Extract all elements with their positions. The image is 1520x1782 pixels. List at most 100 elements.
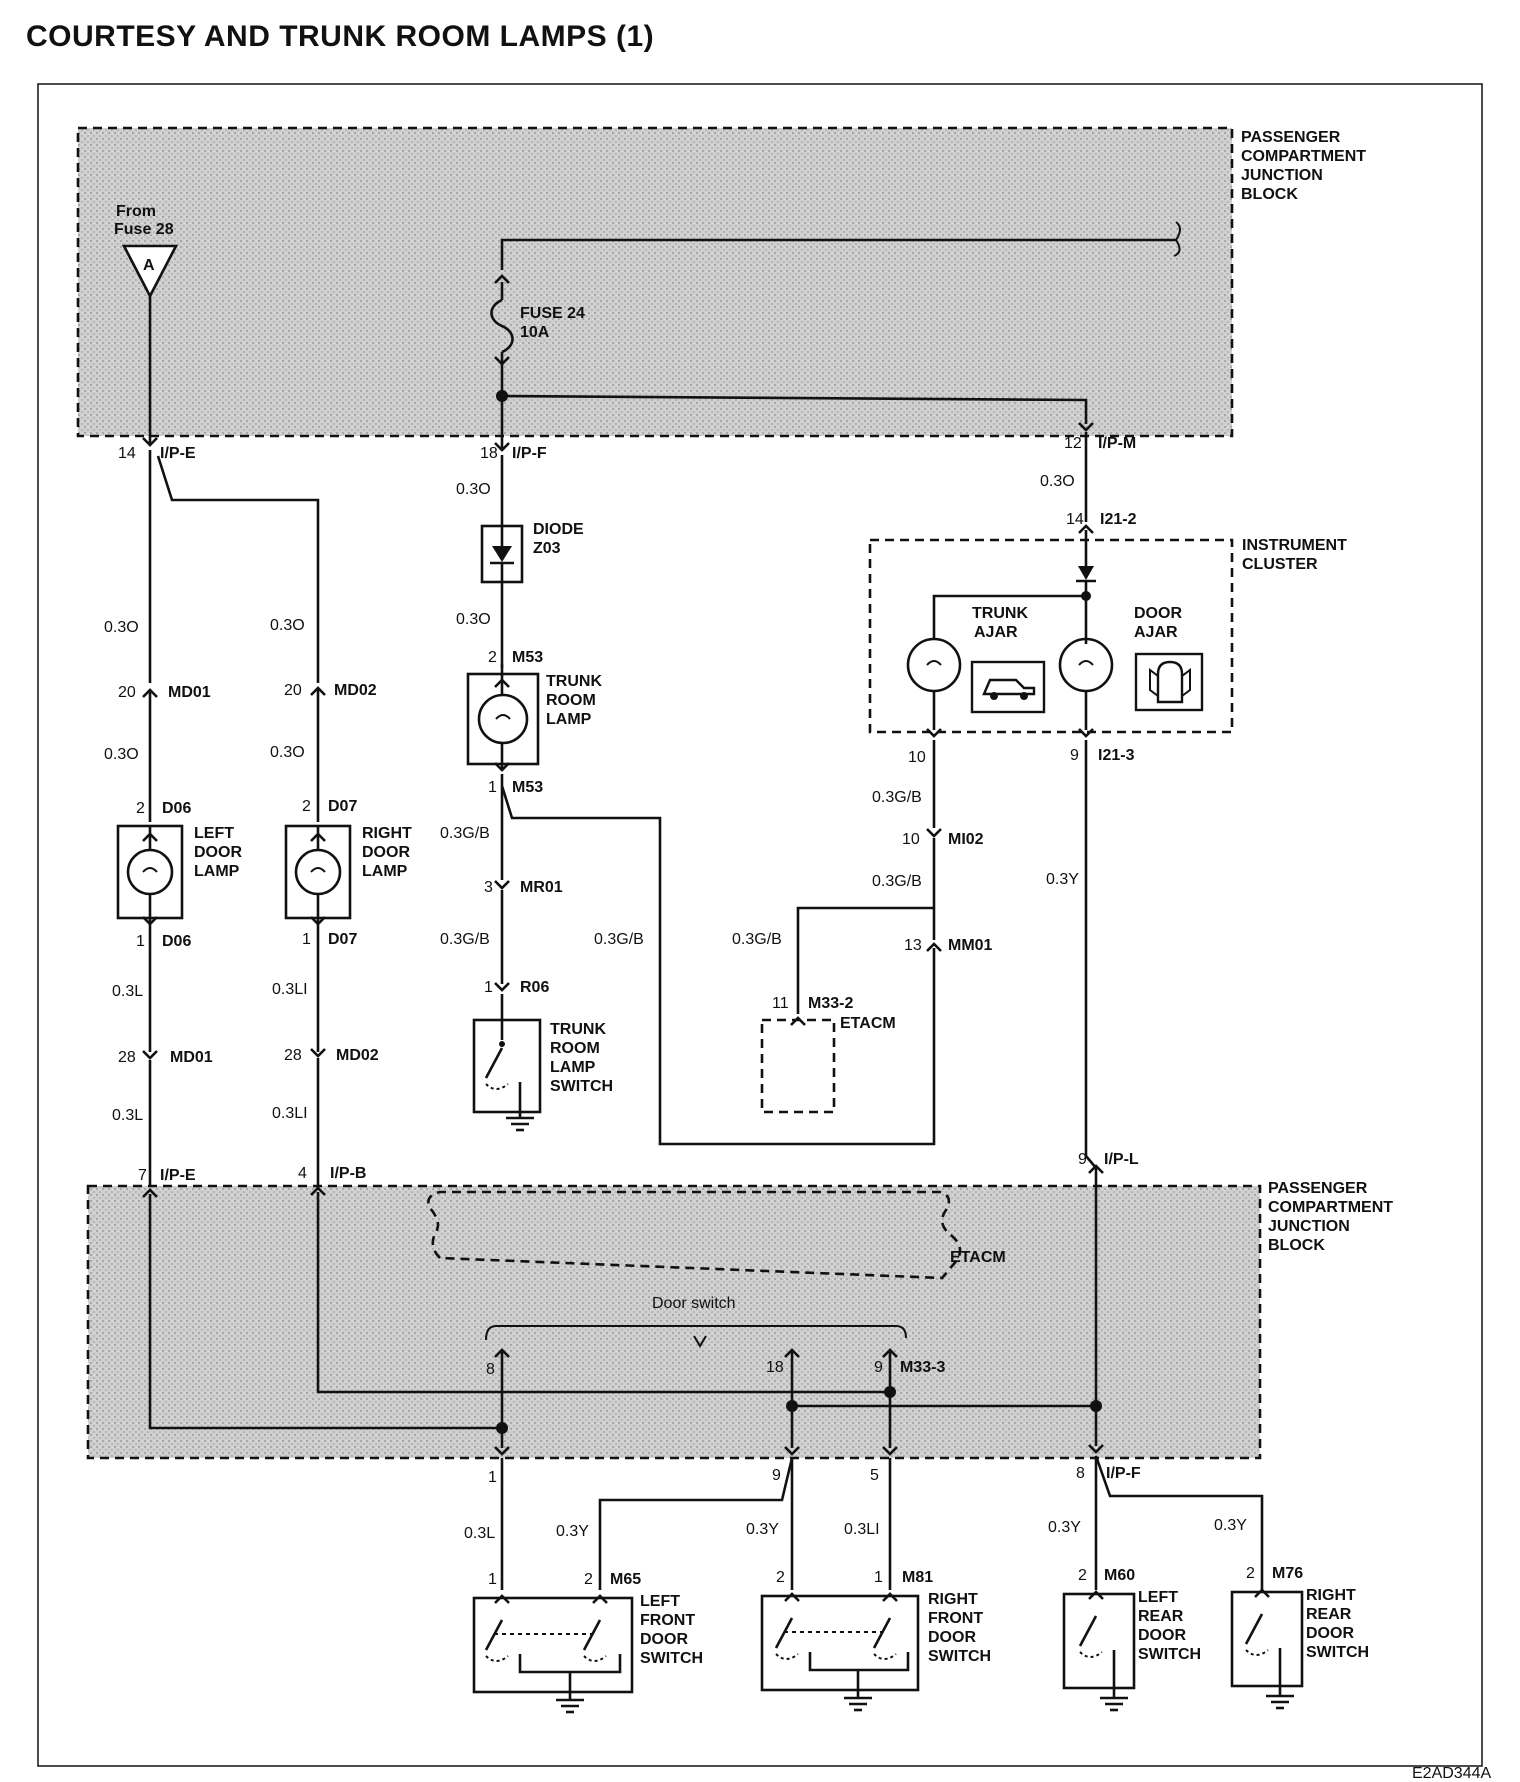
svg-text:M65: M65 — [610, 1571, 641, 1588]
connector-ipm: 12 I/P-M — [1064, 435, 1136, 452]
svg-text:LAMP: LAMP — [546, 711, 592, 728]
trunk-room-lamp-switch-label: TRUNK ROOM LAMP SWITCH — [550, 1021, 613, 1095]
svg-text:DOOR: DOOR — [1306, 1625, 1354, 1642]
connector-i21-3-right: 9 I21-3 — [1070, 747, 1135, 764]
svg-text:SWITCH: SWITCH — [1306, 1644, 1369, 1661]
connector-m33-2: 11 M33-2 — [772, 995, 853, 1012]
svg-text:SWITCH: SWITCH — [550, 1078, 613, 1095]
connector-mi02: 10 MI02 — [902, 831, 984, 848]
svg-text:9: 9 — [1070, 747, 1079, 764]
svg-text:0.3L: 0.3L — [112, 983, 143, 1000]
trunk-ajar-label: TRUNK AJAR — [972, 605, 1028, 641]
connector-ipf-bottom-8: 8 I/P-F — [1076, 1465, 1141, 1482]
svg-text:D07: D07 — [328, 931, 357, 948]
svg-text:I/P-F: I/P-F — [1106, 1465, 1141, 1482]
left-front-door-switch-label: LEFT FRONT DOOR SWITCH — [640, 1593, 703, 1667]
svg-text:2: 2 — [136, 800, 145, 817]
connector-ipf-bottom-9: 9 — [772, 1467, 781, 1484]
svg-text:I/P-E: I/P-E — [160, 445, 196, 462]
svg-text:SWITCH: SWITCH — [1138, 1646, 1201, 1663]
pcjb-top-label: PASSENGER COMPARTMENT JUNCTION BLOCK — [1241, 129, 1366, 203]
door-ajar-label: DOOR AJAR — [1134, 605, 1182, 641]
svg-text:0.3L: 0.3L — [112, 1107, 143, 1124]
svg-text:0.3O: 0.3O — [270, 617, 305, 634]
svg-text:1: 1 — [488, 779, 497, 796]
svg-text:0.3O: 0.3O — [104, 746, 139, 763]
svg-text:M60: M60 — [1104, 1567, 1135, 1584]
svg-text:FRONT: FRONT — [640, 1612, 695, 1629]
svg-text:1: 1 — [136, 933, 145, 950]
etacm-door-switch-module: ETACM Door switch — [427, 1190, 1006, 1348]
left-door-lamp — [116, 824, 184, 926]
svg-text:MR01: MR01 — [520, 879, 563, 896]
fuse-24: FUSE 24 10A — [490, 221, 1181, 372]
svg-text:Fuse 28: Fuse 28 — [114, 221, 174, 238]
connector-m65-pin2: 2 M65 — [584, 1571, 641, 1588]
svg-text:1: 1 — [302, 931, 311, 948]
connector-ipf-bottom-5: 5 — [870, 1467, 879, 1484]
svg-text:2: 2 — [488, 649, 497, 666]
connector-m33-3-pin18: 18 — [766, 1359, 784, 1376]
svg-text:TRUNK: TRUNK — [546, 673, 602, 690]
connector-ipl: 9 I/P-L — [1078, 1151, 1139, 1168]
connector-ipb: 4 I/P-B — [298, 1165, 366, 1182]
figure-code: E2AD344A — [1412, 1765, 1491, 1782]
trunk-room-lamp-switch — [472, 994, 542, 1132]
svg-text:2: 2 — [302, 798, 311, 815]
svg-text:5: 5 — [870, 1467, 879, 1484]
connector-ipe-bottom: 7 I/P-E — [138, 1167, 196, 1184]
svg-text:11: 11 — [772, 995, 789, 1012]
svg-text:10: 10 — [908, 749, 926, 766]
svg-text:LEFT: LEFT — [640, 1593, 680, 1610]
svg-text:0.3G/B: 0.3G/B — [732, 931, 782, 948]
svg-text:REAR: REAR — [1306, 1606, 1352, 1623]
pcjb-bottom-block — [86, 1184, 1262, 1460]
svg-text:2: 2 — [584, 1571, 593, 1588]
svg-text:MM01: MM01 — [948, 937, 993, 954]
left-door-lamp-label: LEFT DOOR LAMP — [194, 825, 242, 880]
connector-m81-pin1: 1 M81 — [874, 1569, 933, 1586]
svg-text:D06: D06 — [162, 800, 191, 817]
svg-text:Door switch: Door switch — [652, 1295, 736, 1312]
connector-d06-top: 2 D06 — [136, 800, 191, 817]
connector-m81-pin2: 2 — [776, 1569, 785, 1586]
svg-text:TRUNK: TRUNK — [972, 605, 1028, 622]
pcjb-top-block — [76, 126, 1234, 438]
connector-mm01: 13 MM01 — [904, 937, 993, 954]
car-door-open-icon — [1134, 652, 1204, 712]
diode-label: DIODE Z03 — [533, 521, 584, 557]
svg-text:ROOM: ROOM — [550, 1040, 600, 1057]
svg-text:0.3O: 0.3O — [270, 744, 305, 761]
svg-text:From: From — [116, 203, 156, 220]
svg-text:LEFT: LEFT — [194, 825, 234, 842]
svg-text:I/P-L: I/P-L — [1104, 1151, 1139, 1168]
svg-text:1: 1 — [488, 1571, 497, 1588]
svg-text:SWITCH: SWITCH — [928, 1648, 991, 1665]
svg-text:DOOR: DOOR — [1138, 1627, 1186, 1644]
svg-text:LAMP: LAMP — [194, 863, 240, 880]
connector-i21-2: 14 I21-2 — [1066, 511, 1137, 528]
svg-text:I/P-B: I/P-B — [330, 1165, 366, 1182]
svg-text:0.3LI: 0.3LI — [272, 981, 308, 998]
svg-text:14: 14 — [1066, 511, 1084, 528]
svg-text:13: 13 — [904, 937, 922, 954]
svg-text:4: 4 — [298, 1165, 307, 1182]
svg-text:0.3Y: 0.3Y — [1214, 1517, 1247, 1534]
pcjb-bottom-label: PASSENGER COMPARTMENT JUNCTION BLOCK — [1268, 1180, 1393, 1254]
left-rear-door-switch-label: LEFT REAR DOOR SWITCH — [1138, 1589, 1201, 1663]
connector-md01-a: 20 MD01 — [118, 684, 211, 701]
svg-text:MD01: MD01 — [170, 1049, 213, 1066]
svg-text:10A: 10A — [520, 324, 550, 341]
connector-d07-top: 2 D07 — [302, 798, 357, 815]
svg-text:I/P-F: I/P-F — [512, 445, 547, 462]
svg-text:ETACM: ETACM — [950, 1249, 1006, 1266]
svg-text:REAR: REAR — [1138, 1608, 1184, 1625]
svg-text:2: 2 — [1078, 1567, 1087, 1584]
diagram-title: COURTESY AND TRUNK ROOM LAMPS (1) — [26, 20, 654, 53]
svg-text:28: 28 — [118, 1049, 136, 1066]
svg-text:D07: D07 — [328, 798, 357, 815]
svg-text:Z03: Z03 — [533, 540, 561, 557]
connector-m60: 2 M60 — [1078, 1567, 1135, 1584]
connector-m33-3-pin8: 8 — [486, 1361, 495, 1378]
svg-text:0.3L: 0.3L — [464, 1525, 495, 1542]
